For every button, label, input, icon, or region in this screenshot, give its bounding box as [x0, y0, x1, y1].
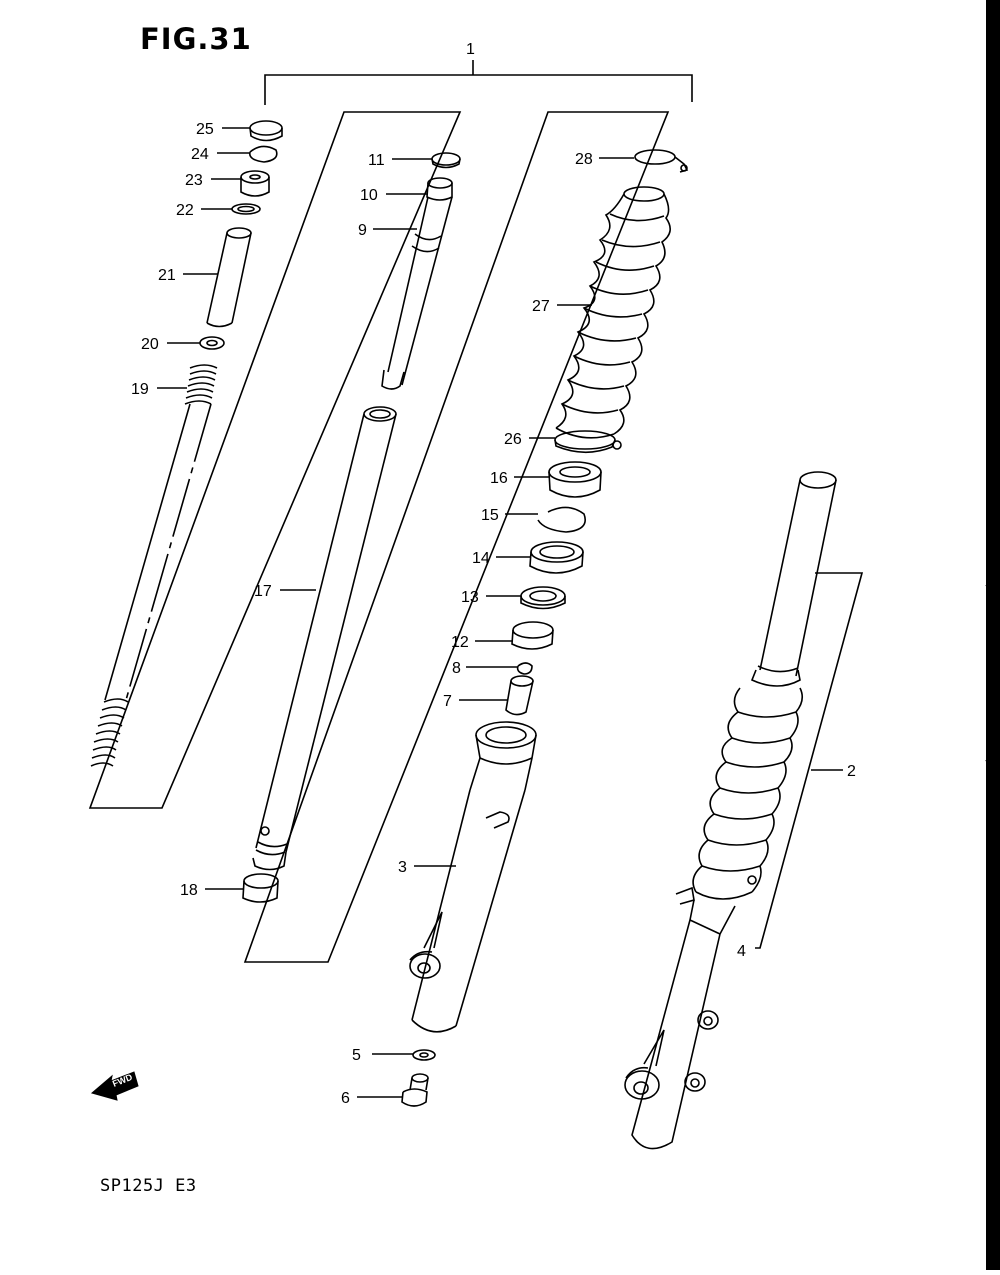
part-11-ring: [431, 152, 461, 169]
part-17-inner-tube: [252, 406, 397, 871]
part-20-washer: [199, 336, 225, 350]
part-8-circlip: [516, 662, 533, 675]
leader-lines: [157, 127, 843, 1098]
label-part-1: 1: [466, 41, 475, 58]
label-part-2: 2: [847, 763, 856, 780]
part-2-fork-assembly: [624, 471, 837, 1150]
part-27-fork-boot: [555, 186, 671, 439]
part-28-boot-clamp: [634, 149, 689, 173]
model-code: SP125J E3: [100, 1176, 197, 1196]
part-13-guide-metal: [520, 586, 566, 610]
label-part-3: 3: [398, 859, 407, 876]
part-18-bushing: [242, 873, 279, 903]
label-part-18: 18: [180, 882, 198, 899]
label-part-4: 4: [737, 943, 746, 960]
part-6-bolt: [401, 1073, 429, 1107]
label-part-27: 27: [532, 298, 550, 315]
figure-title: FIG.31: [140, 22, 252, 56]
part-16-oil-seal: [548, 461, 602, 498]
label-part-21: 21: [158, 267, 176, 284]
label-part-24: 24: [191, 146, 209, 163]
assembly-bracket-1: [264, 60, 693, 105]
label-part-5: 5: [352, 1047, 361, 1064]
label-part-23: 23: [185, 172, 203, 189]
part-14-washer: [529, 541, 584, 574]
label-part-22: 22: [176, 202, 194, 219]
label-part-26: 26: [504, 431, 522, 448]
label-part-16: 16: [490, 470, 508, 487]
assembly-bracket-2: [755, 572, 864, 949]
part-5-gasket: [412, 1049, 436, 1061]
label-part-13: 13: [461, 589, 479, 606]
part-26-boot-clamp: [554, 430, 622, 454]
label-part-20: 20: [141, 336, 159, 353]
label-part-10: 10: [360, 187, 378, 204]
label-part-12: 12: [451, 634, 469, 651]
label-part-19: 19: [131, 381, 149, 398]
part-22-o-ring: [231, 203, 261, 215]
part-19-fork-spring: [90, 364, 218, 767]
part-21-spring-seat-tube: [206, 227, 252, 328]
group-frame-left: [88, 111, 462, 809]
scan-edge-bar: [986, 0, 1000, 1270]
part-7-oil-lock-piece: [505, 675, 534, 716]
label-part-17: 17: [254, 583, 272, 600]
group-frame-center: [243, 111, 670, 963]
label-part-15: 15: [481, 507, 499, 524]
part-24-circlip: [248, 145, 278, 163]
part-12-bushing: [511, 621, 554, 650]
label-part-28: 28: [575, 151, 593, 168]
label-part-11: 11: [368, 152, 385, 169]
label-part-8: 8: [452, 660, 461, 677]
fwd-arrow-icon: FWD: [90, 1071, 139, 1101]
label-part-7: 7: [443, 693, 452, 710]
part-labels: 1 2 3 4 5 6 7 8 9 10 11 12 13 14 15 16 1…: [131, 41, 856, 1107]
label-part-25: 25: [196, 121, 214, 138]
label-part-9: 9: [358, 222, 367, 239]
label-part-14: 14: [472, 550, 490, 567]
part-25-cap: [249, 120, 283, 142]
part-15-stopper-ring: [537, 506, 586, 533]
part-9-damper-rod: [381, 196, 453, 390]
label-part-6: 6: [341, 1090, 350, 1107]
part-3-outer-tube-right: [409, 721, 537, 1033]
part-23-spacer: [240, 170, 270, 197]
